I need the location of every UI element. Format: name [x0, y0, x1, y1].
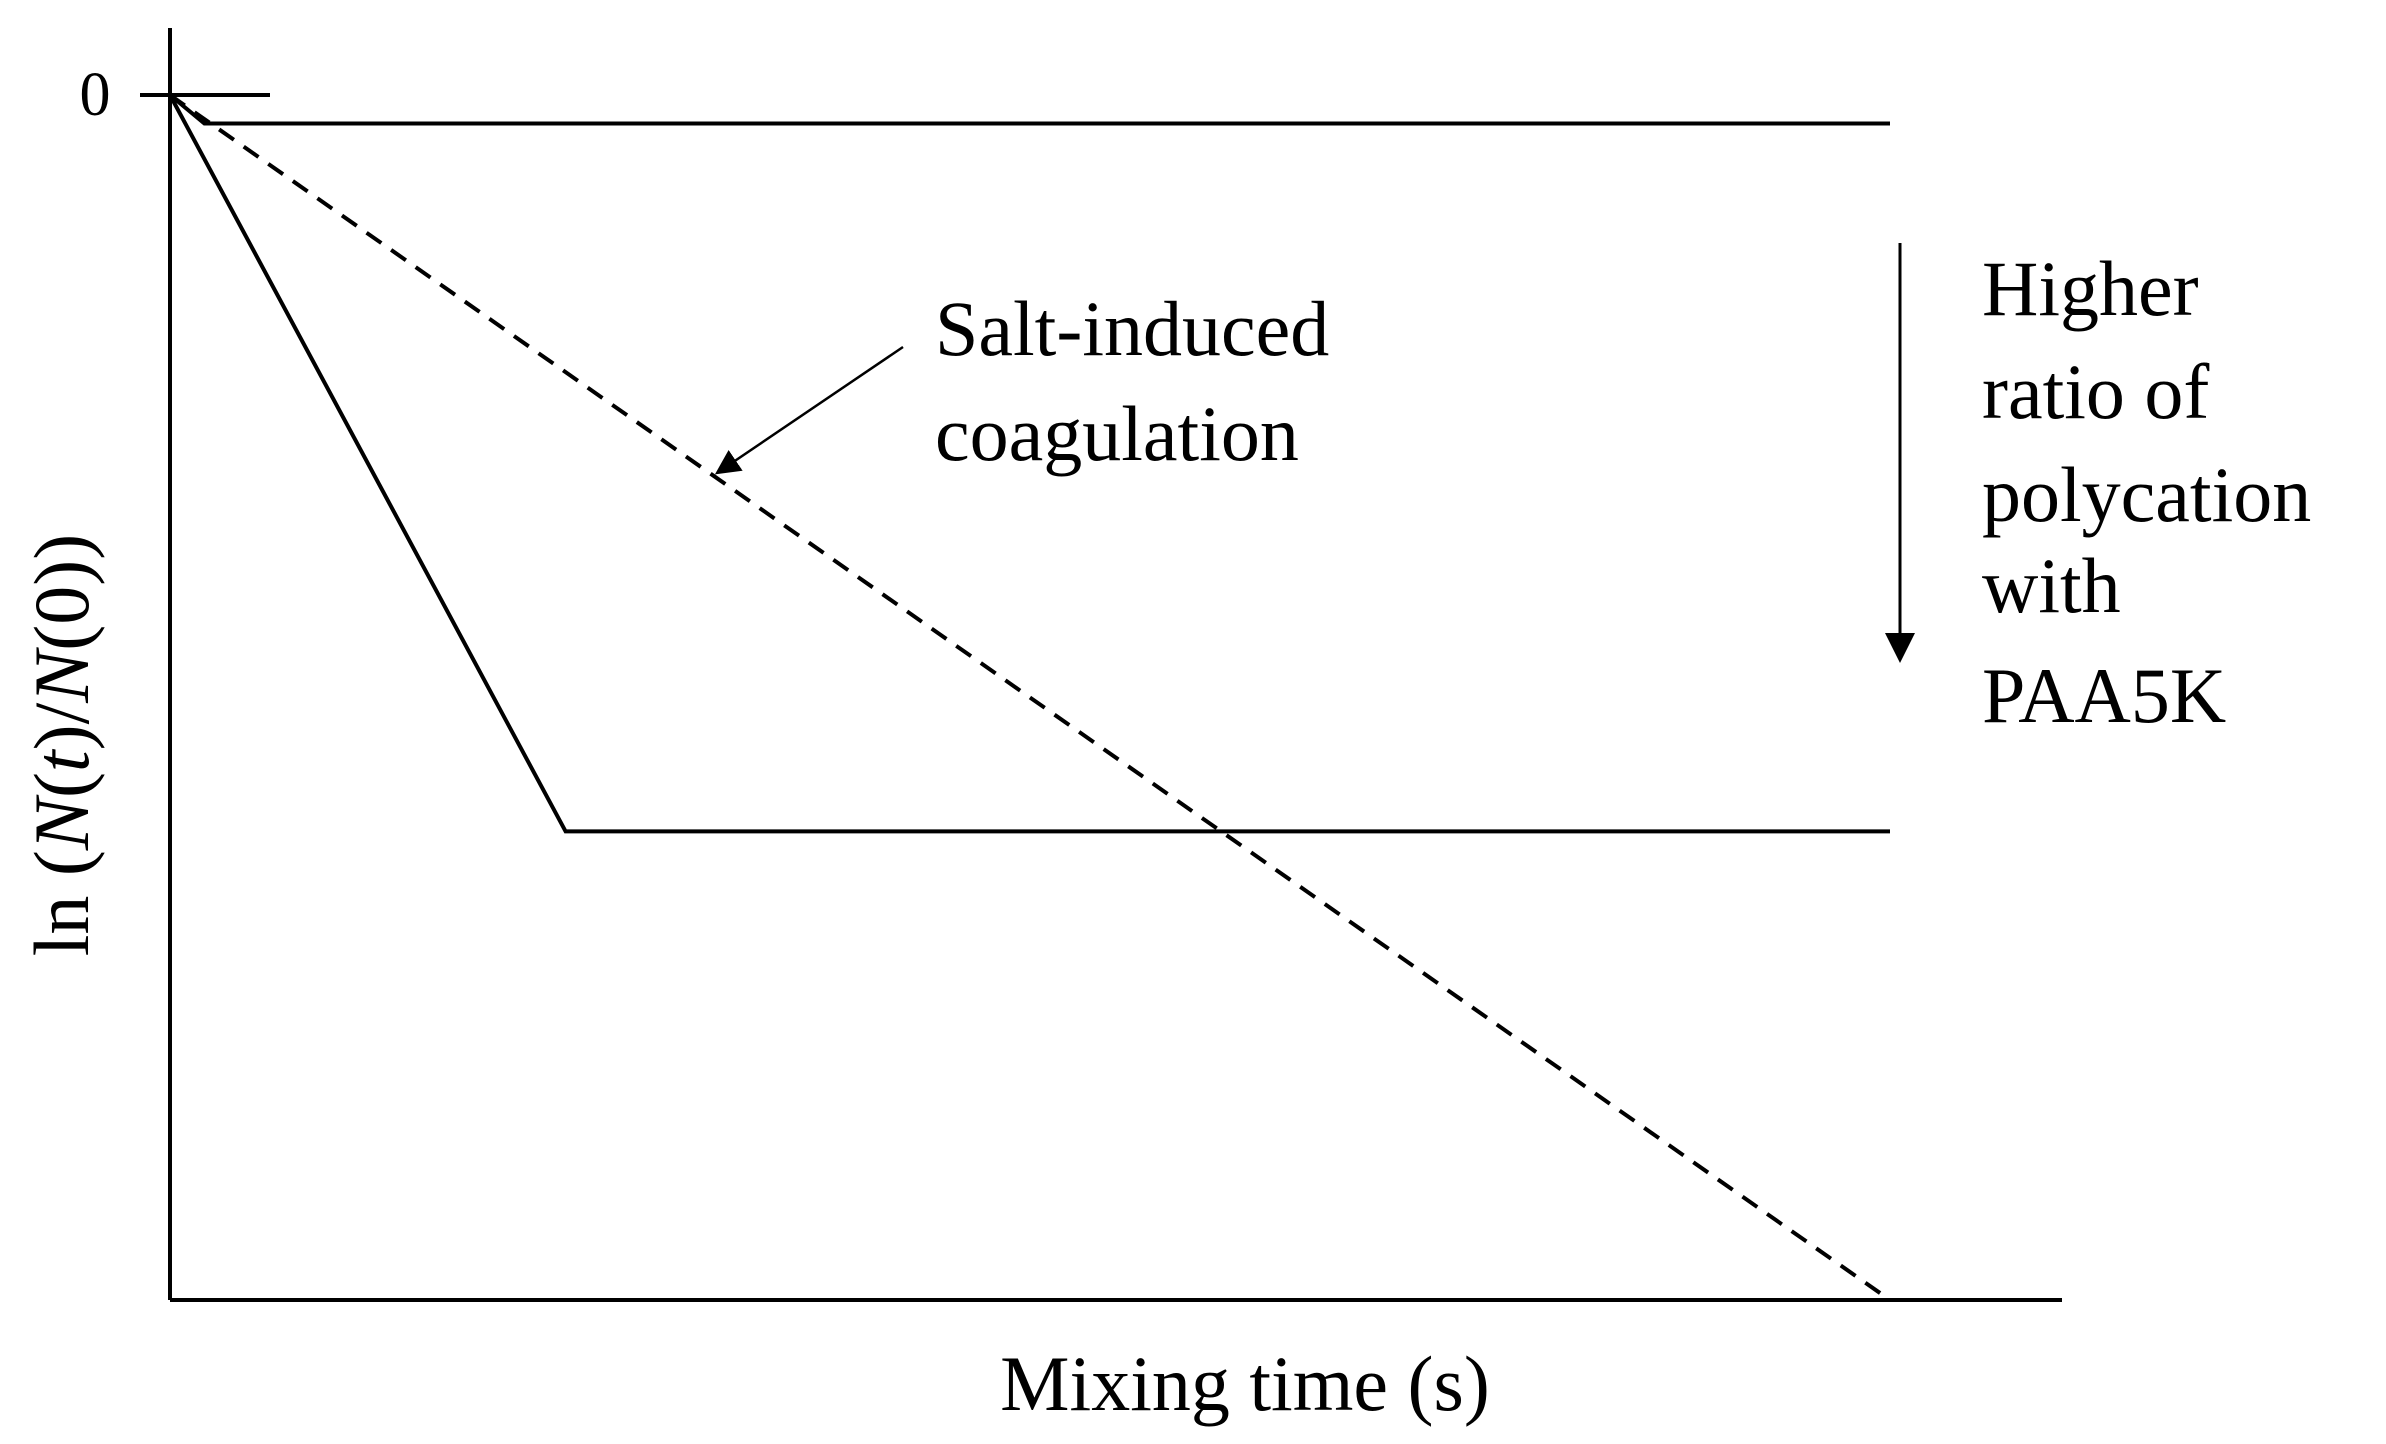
- y-label-part: (: [18, 772, 105, 798]
- y-label-part: ln (: [18, 850, 105, 956]
- series-line-3: [168, 93, 1892, 1302]
- series-line-2: [168, 94, 1890, 834]
- y-label-part: N: [18, 794, 105, 851]
- x-axis-label: Mixing time (s): [1000, 1340, 1490, 1427]
- ratio-line: PAA5K: [1982, 652, 2226, 739]
- ratio-label: Higher ratio of polycation with PAA5K: [1982, 245, 2331, 739]
- y-label-part: N: [18, 647, 105, 704]
- series-line-1: [168, 93, 1890, 126]
- salt-induced-line: Salt-induced: [935, 285, 1329, 372]
- y-tick-label: 0: [80, 61, 111, 129]
- y-axis-label: ln (N(t)/N(0)): [18, 534, 105, 956]
- ratio-line: with: [1982, 542, 2121, 629]
- ratio-line: ratio of: [1982, 348, 2209, 435]
- salt-induced-line: coagulation: [935, 390, 1299, 477]
- y-label-part: t: [18, 748, 105, 772]
- salt-induced-arrow: [714, 345, 904, 475]
- ratio-line: Higher: [1982, 245, 2199, 332]
- y-label-part: (0)): [18, 534, 105, 651]
- series-layer: [168, 93, 1892, 1302]
- ratio-line: polycation: [1982, 451, 2311, 538]
- y-label-part: )/: [18, 702, 105, 750]
- salt-induced-label: Salt-induced coagulation: [935, 285, 1349, 477]
